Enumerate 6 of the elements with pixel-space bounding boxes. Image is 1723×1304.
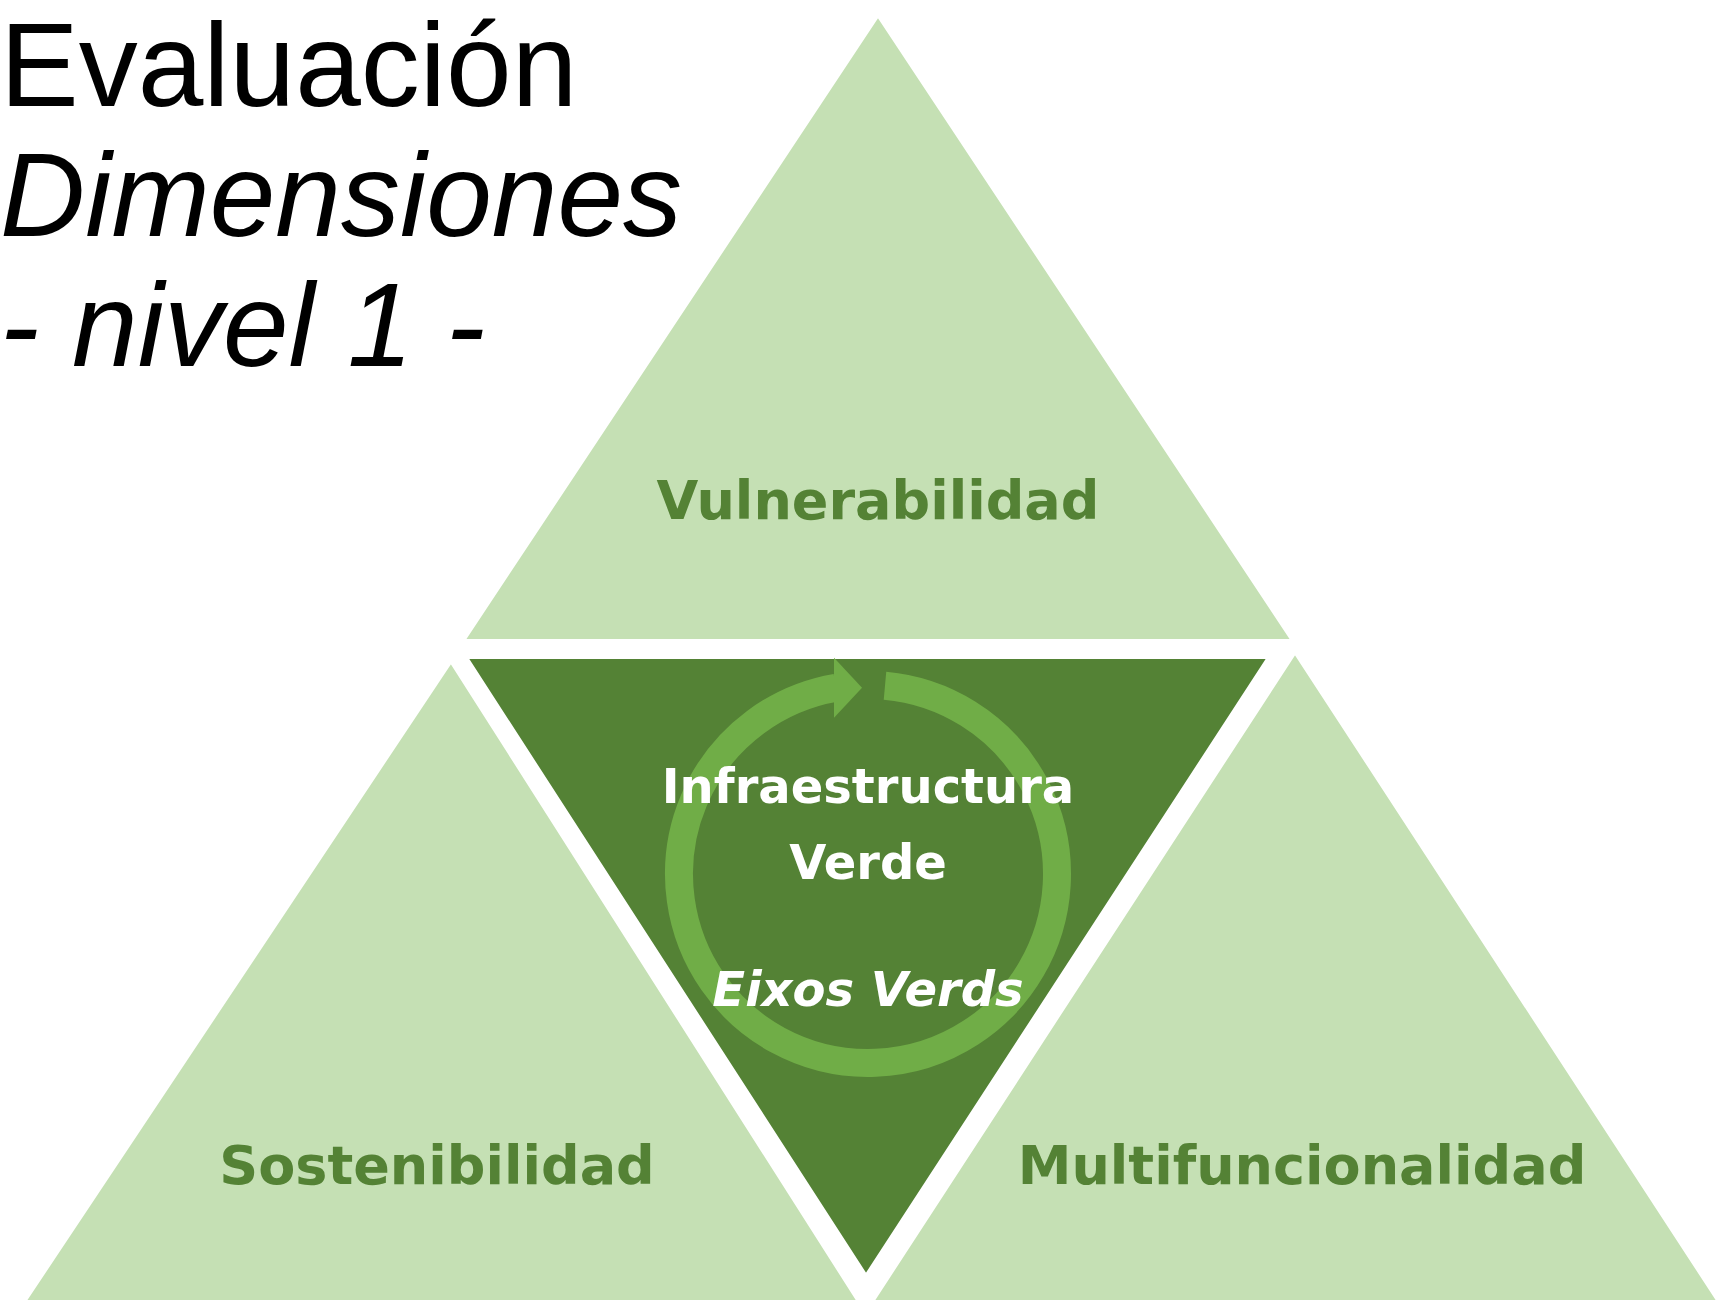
dimension-label: Multifuncionalidad [1017,1133,1587,1197]
dimension-label: Infraestructura Verde [660,757,1076,892]
dimension-label: Vulnerabilidad [656,468,1100,532]
dimension-label: Sostenibilidad [219,1133,655,1197]
title-text: Evaluación Dimensiones - nivel 1 - [0,0,684,390]
subtitle-label: Eixos Verds [712,961,1024,1017]
